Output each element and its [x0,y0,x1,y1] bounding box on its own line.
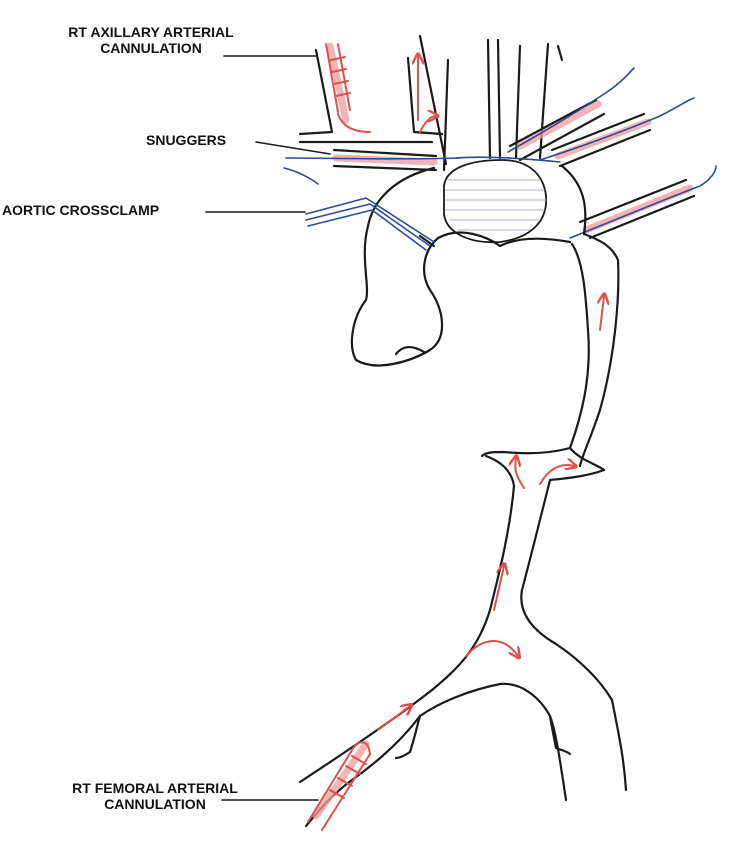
visceral-flow-arrow-left [515,458,525,489]
axillary-label-line1: RT AXILLARY ARTERIAL [68,24,234,40]
right-axillary-artery [298,34,448,166]
branch-graft-middle [539,97,695,168]
axillary-flow-arrow-curve [419,116,436,133]
femoral-label-line1: RT FEMORAL ARTERIAL [72,780,238,796]
abdominal-aorta [430,478,614,702]
arch-thrombus [443,159,547,244]
axillary-cannula [325,42,371,133]
femoral-label-line2: CANNULATION [104,796,206,812]
aortic-crossclamp [305,197,436,251]
snugger-tape-center [455,156,561,163]
snugger-tape-left [283,148,461,185]
aortic-crossclamp-label: AORTIC CROSSCLAMP [2,202,160,218]
branch-graft-lower [569,165,717,240]
snuggers-label-leader [255,141,331,155]
descending-aorta [480,232,620,488]
femoral-flow-arrow [377,706,410,731]
axillary-label-line2: CANNULATION [100,40,202,56]
branch-graft-upper [507,67,635,162]
aortic-arch [350,164,587,367]
femoral-cannulation-label: RT FEMORAL ARTERIAL CANNULATION [40,780,270,812]
visceral-flow-arrow-right [539,465,574,485]
abdominal-flow-arrow [493,566,504,611]
bifurcation-flow-arrow [465,640,518,656]
axillary-cannulation-label: RT AXILLARY ARTERIAL CANNULATION [36,24,266,56]
descending-flow-arrow [600,296,604,331]
aortic-root-bulge [394,345,426,356]
head-vessels [442,38,564,172]
femoral-cannula [307,740,371,831]
snuggers-label: SNUGGERS [146,132,227,148]
